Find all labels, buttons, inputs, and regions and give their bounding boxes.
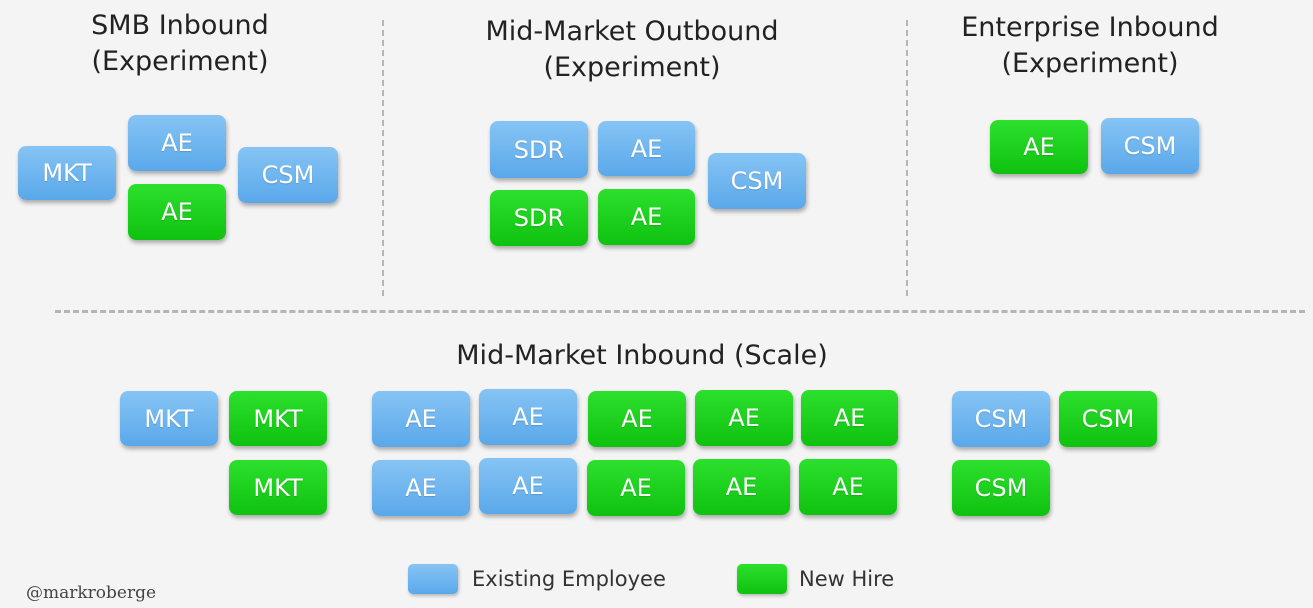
credit-handle: @markroberge [26, 583, 157, 603]
role-box-mkt-existing: MKT [18, 146, 116, 200]
role-box-ae-new: AE [693, 459, 790, 515]
divider-vertical-left [382, 20, 384, 296]
role-box-csm-new: CSM [1059, 391, 1157, 447]
role-box-ae-new: AE [990, 120, 1088, 174]
role-box-ae-new: AE [587, 460, 685, 516]
mm-inbound-title: Mid-Market Inbound (Scale) [456, 340, 828, 371]
role-box-ae-new: AE [799, 459, 897, 515]
legend-swatch-new [737, 564, 787, 594]
legend-label-new: New Hire [799, 567, 895, 591]
role-box-ae-existing: AE [479, 389, 577, 445]
role-box-mkt-new: MKT [229, 460, 327, 515]
role-box-csm-existing: CSM [952, 391, 1050, 447]
role-box-csm-existing: CSM [1101, 118, 1199, 174]
role-box-csm-existing: CSM [238, 147, 338, 203]
role-box-ae-existing: AE [372, 391, 470, 447]
role-box-mkt-new: MKT [229, 391, 327, 446]
role-box-ae-existing: AE [372, 460, 470, 516]
role-box-ae-new: AE [801, 390, 898, 446]
ent-inbound-title: Enterprise Inbound (Experiment) [961, 12, 1219, 79]
role-box-ae-new: AE [588, 391, 686, 447]
role-box-ae-existing: AE [128, 115, 226, 171]
role-box-ae-new: AE [695, 390, 793, 446]
role-box-mkt-existing: MKT [120, 391, 218, 446]
role-box-csm-new: CSM [952, 460, 1050, 516]
divider-horizontal [55, 310, 1305, 313]
smb-inbound-title: SMB Inbound (Experiment) [91, 10, 269, 77]
mm-outbound-title: Mid-Market Outbound (Experiment) [485, 16, 779, 83]
role-box-ae-existing: AE [598, 121, 695, 176]
role-box-ae-new: AE [598, 189, 695, 245]
legend-swatch-existing [408, 564, 458, 594]
role-box-csm-existing: CSM [708, 153, 806, 209]
divider-vertical-right [906, 20, 908, 296]
legend-label-existing: Existing Employee [472, 567, 666, 591]
role-box-sdr-existing: SDR [490, 121, 588, 178]
role-box-ae-new: AE [128, 184, 226, 240]
role-box-sdr-new: SDR [490, 190, 588, 246]
role-box-ae-existing: AE [479, 458, 577, 514]
